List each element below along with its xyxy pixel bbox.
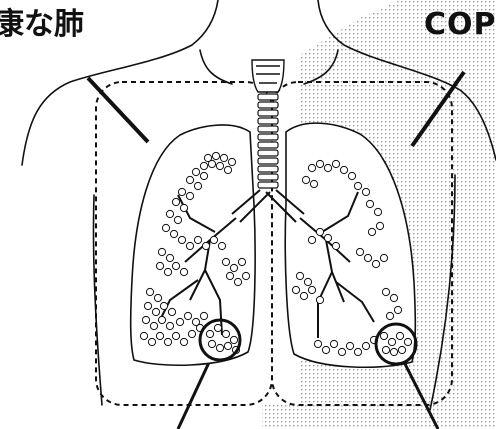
larynx: [252, 60, 284, 92]
copd-lung-label: COP: [424, 10, 496, 40]
healthy-lung-label: 康な肺: [0, 8, 88, 42]
healthy-pointer-line-bottom: [178, 356, 212, 429]
trachea: [258, 94, 278, 188]
